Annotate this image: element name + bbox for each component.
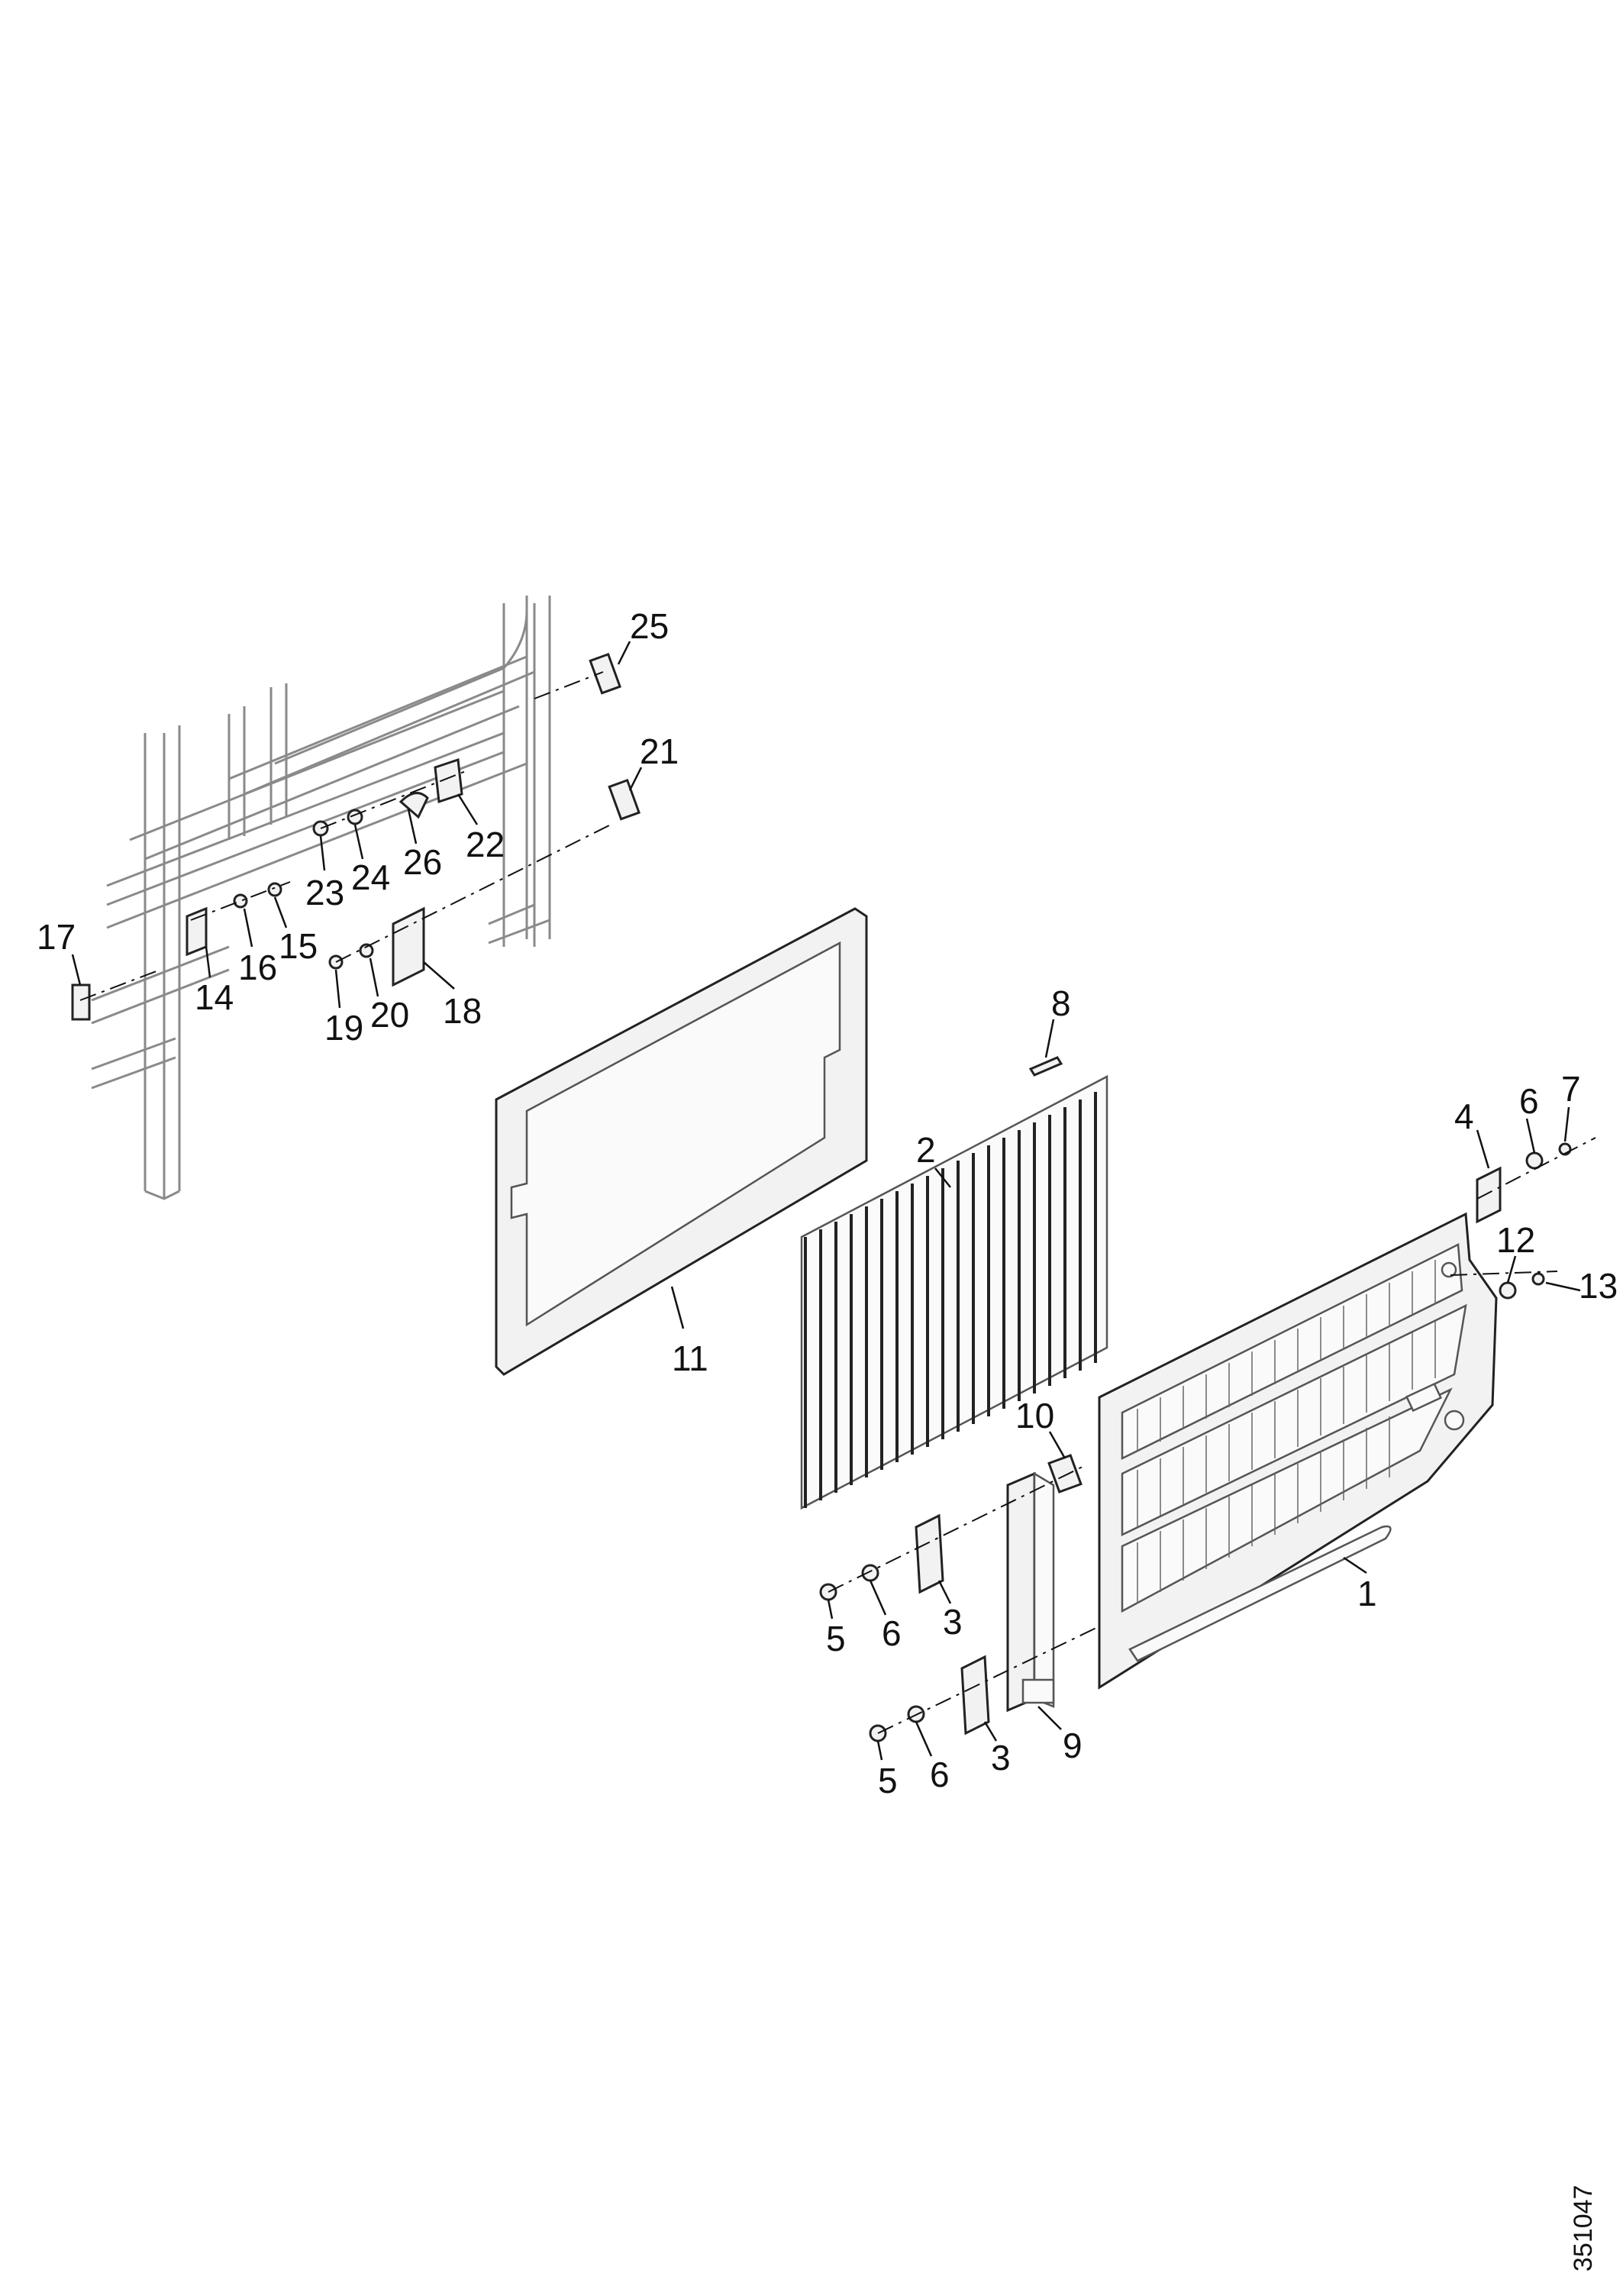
callout-label: 6: [930, 1755, 950, 1794]
callout-label: 15: [279, 926, 318, 966]
callout-label: 25: [630, 606, 669, 646]
callout-label: 23: [305, 873, 344, 912]
callout-label: 6: [1519, 1081, 1539, 1121]
callout-label: 9: [1063, 1726, 1083, 1765]
callout-label: 8: [1051, 983, 1071, 1023]
grille-panel: [1098, 1212, 1498, 1690]
callout-label: 3: [943, 1602, 963, 1642]
callout-label: 2: [916, 1130, 936, 1170]
insect-screen: [800, 1074, 1108, 1510]
callout-label: 5: [826, 1619, 846, 1658]
callout-label: 20: [370, 995, 409, 1035]
callout-label: 17: [37, 917, 76, 957]
callout-label: 13: [1579, 1266, 1618, 1306]
callout-label: 11: [672, 1339, 708, 1378]
callout-label: 7: [1561, 1069, 1581, 1109]
drawing-number: 351047: [1569, 2185, 1598, 2272]
callout-label: 24: [351, 857, 390, 897]
callout-label: 3: [991, 1738, 1011, 1778]
callout-labels: 1 2 3 3 4 5 5 6 6 6 7 8 9 10 11 12 13 14…: [37, 606, 1618, 1800]
frame-seal: [495, 907, 868, 1376]
mounting-rail: [1006, 1471, 1055, 1713]
hardware-parts: [71, 652, 1572, 1742]
callout-label: 12: [1496, 1220, 1535, 1260]
callout-label: 6: [882, 1613, 902, 1653]
callout-label: 1: [1357, 1574, 1377, 1613]
callout-label: 5: [878, 1761, 898, 1800]
callout-label: 14: [195, 977, 234, 1017]
callout-label: 10: [1015, 1396, 1054, 1435]
callout-label: 21: [640, 731, 679, 771]
callout-label: 19: [324, 1008, 363, 1048]
assembly-axes: [79, 671, 1596, 1734]
callout-leaders: [71, 641, 1581, 1761]
callout-label: 4: [1454, 1096, 1474, 1136]
callout-label: 16: [238, 948, 277, 987]
callout-label: 18: [443, 991, 482, 1031]
grille-slats: [1137, 1260, 1436, 1603]
callout-label: 26: [403, 842, 442, 882]
callout-label: 22: [466, 825, 505, 864]
